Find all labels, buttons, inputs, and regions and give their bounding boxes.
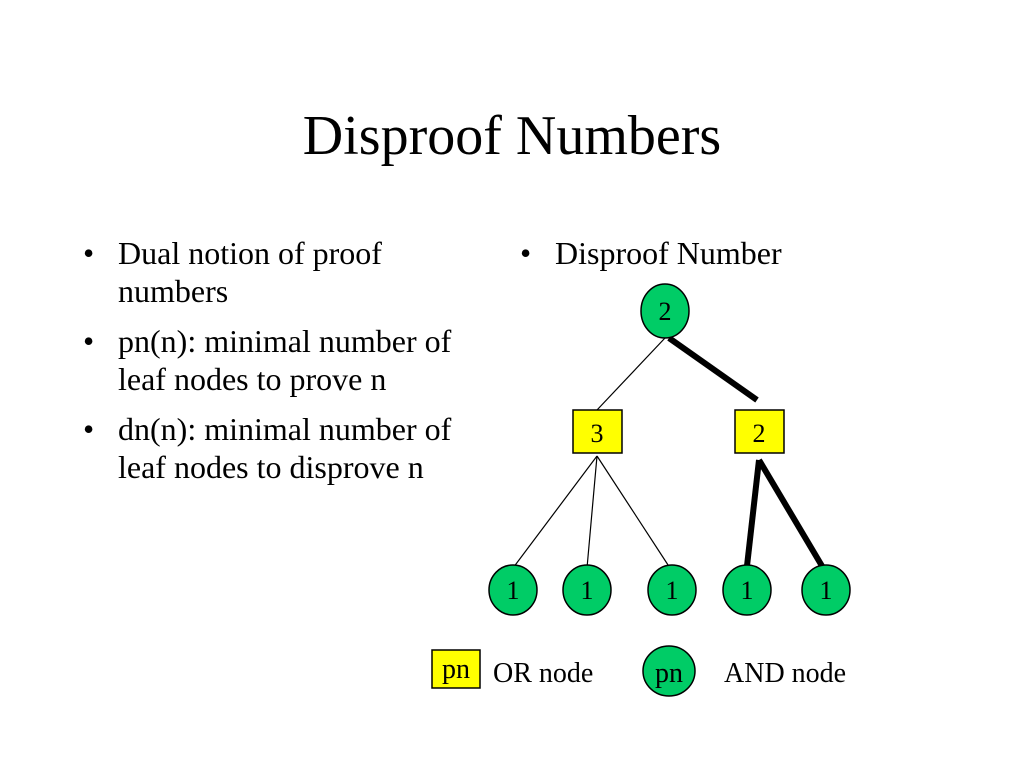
tree-leaf-node-4: 1	[722, 564, 772, 616]
edge-or-left-leaf-1	[512, 455, 598, 569]
tree-leaf-node-1: 1	[488, 564, 538, 616]
bullet-dn-definition: dn(n): minimal number of leaf nodes to d…	[83, 410, 473, 486]
bullet-dual-notion: Dual notion of proof numbers	[83, 234, 473, 310]
tree-root-value: 2	[659, 297, 672, 326]
edge-or-right-leaf-5	[756, 458, 825, 568]
tree-or-node-right-value: 2	[753, 419, 766, 448]
edge-or-right-leaf-4	[744, 459, 762, 567]
bullet-pn-definition: pn(n): minimal number of leaf nodes to p…	[83, 322, 473, 398]
tree-leaf-5-value: 1	[820, 576, 833, 605]
legend-or-label: OR node	[493, 658, 593, 689]
tree-root-and-node: 2	[640, 283, 690, 339]
legend-and-swatch	[642, 645, 696, 697]
tree-leaf-2-value: 1	[581, 576, 594, 605]
tree-or-node-right: 2	[734, 409, 785, 454]
tree-leaf-4-value: 1	[741, 576, 754, 605]
bullet-disproof-number: Disproof Number	[520, 234, 970, 272]
legend-or-symbol: pn	[442, 654, 470, 685]
right-bullet-list: Disproof Number	[520, 234, 970, 272]
tree-leaf-3-value: 1	[666, 576, 679, 605]
slide-title: Disproof Numbers	[302, 105, 722, 167]
legend-or-swatch	[431, 649, 481, 689]
edge-root-or-left	[596, 337, 666, 411]
edge-or-left-leaf-2	[586, 455, 598, 569]
legend-and-symbol: pn	[655, 658, 683, 689]
tree-leaf-node-2: 1	[562, 564, 612, 616]
legend-or-node: pn OR node	[431, 649, 593, 689]
tree-or-node-left-value: 3	[591, 419, 604, 448]
left-bullet-list: Dual notion of proof numbers pn(n): mini…	[83, 234, 473, 498]
tree-leaf-node-3: 1	[647, 564, 697, 616]
edge-root-or-right	[667, 335, 759, 403]
tree-leaf-1-value: 1	[507, 576, 520, 605]
edge-or-left-leaf-3	[596, 455, 671, 569]
legend-and-label: AND node	[724, 658, 846, 689]
legend-and-node: pn AND node	[642, 645, 846, 697]
tree-leaf-node-5: 1	[801, 564, 851, 616]
tree-or-node-left: 3	[572, 409, 623, 454]
